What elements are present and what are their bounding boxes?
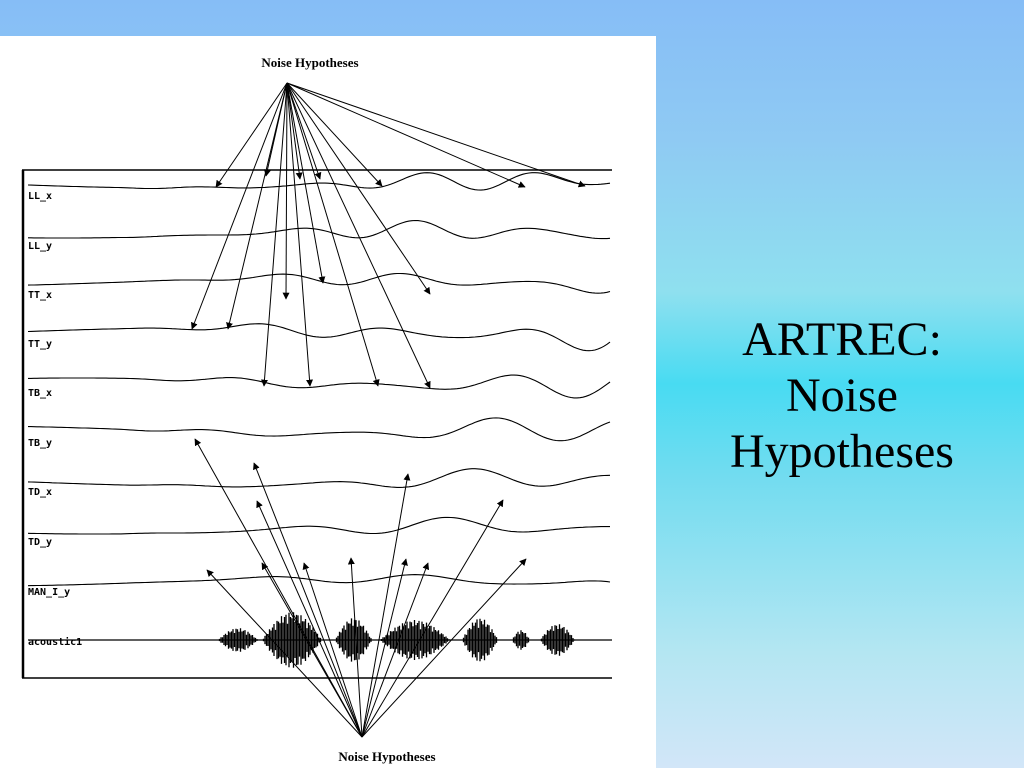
noise-hypothesis-arrow [206, 569, 363, 738]
acoustic-burst [462, 618, 498, 662]
noise-hypothesis-arrow [256, 500, 363, 738]
noise-hypothesis-arrow [347, 557, 363, 738]
articulatory-trace-figure: Noise Hypotheses Noise Hypotheses LL_xLL… [21, 55, 612, 764]
acoustic-burst [262, 612, 322, 668]
noise-hypothesis-arrow [226, 82, 288, 330]
noise-hypothesis-arrow [215, 82, 288, 188]
channel-label: TD_x [28, 487, 52, 498]
channel-label: acoustic1 [28, 636, 82, 648]
channel-label: TB_x [28, 388, 52, 399]
channel-label: TT_y [28, 339, 52, 350]
channel-trace [28, 374, 611, 399]
channel-trace [28, 219, 611, 240]
caption-top: Noise Hypotheses [261, 55, 358, 70]
noise-hypothesis-arrow [260, 82, 288, 387]
channel-trace [27, 516, 610, 535]
channel-label: TD_y [28, 537, 52, 548]
channel-trace [27, 323, 611, 352]
channel-trace [27, 272, 611, 294]
slide-title: ARTREC: Noise Hypotheses [660, 312, 1024, 480]
acoustic-burst [335, 618, 372, 662]
acoustic-burst [218, 628, 258, 652]
acoustic-burst [380, 620, 450, 660]
noise-hypothesis-arrow [361, 473, 411, 738]
noise-hypothesis-arrow [286, 82, 431, 389]
noise-hypothesis-arrow [194, 438, 363, 738]
noise-hypothesis-arrow [361, 562, 430, 738]
acoustic-waveform [28, 612, 612, 668]
channel-label: LL_y [28, 241, 52, 252]
noise-hypothesis-arrow [286, 82, 326, 284]
noise-hypothesis-arrow [286, 82, 380, 387]
acoustic-burst [512, 630, 530, 650]
noise-hypothesis-arrow [253, 462, 363, 738]
channel-trace [28, 417, 611, 442]
caption-bottom: Noise Hypotheses [338, 749, 435, 764]
noise-hypothesis-arrow [361, 499, 504, 738]
noise-hypothesis-arrow [286, 82, 431, 295]
channel-trace [27, 468, 611, 488]
title-line-2: Noise [786, 369, 898, 422]
noise-hypothesis-arrow [361, 558, 408, 738]
channel-traces [27, 172, 611, 587]
channel-trace [27, 172, 611, 191]
noise-hypothesis-arrow [261, 562, 363, 738]
noise-hypothesis-arrow [286, 82, 586, 188]
title-line-1: ARTREC: [742, 313, 942, 366]
channel-label: MAN_I_y [28, 587, 70, 598]
channel-label: TB_y [28, 438, 52, 449]
noise-hypothesis-arrow [286, 82, 526, 188]
noise-hypothesis-arrow [286, 82, 314, 387]
noise-hypothesis-arrow [286, 82, 383, 187]
noise-hypothesis-arrow [361, 558, 527, 738]
noise-hypothesis-arrow [263, 82, 288, 177]
noise-hypothesis-arrows [191, 82, 586, 738]
noise-hypothesis-arrow [191, 82, 288, 330]
noise-hypothesis-arrow [286, 82, 303, 180]
noise-hypothesis-arrow [302, 562, 363, 738]
noise-hypothesis-arrow [286, 82, 322, 180]
title-line-3: Hypotheses [730, 425, 954, 478]
channel-label: LL_x [28, 191, 52, 202]
channel-trace [27, 574, 611, 587]
channel-labels: LL_xLL_yTT_xTT_yTB_xTB_yTD_xTD_yMAN_I_ya… [28, 191, 82, 648]
channel-label: TT_x [28, 290, 52, 301]
acoustic-burst [540, 624, 576, 656]
noise-hypothesis-arrow [282, 82, 290, 300]
